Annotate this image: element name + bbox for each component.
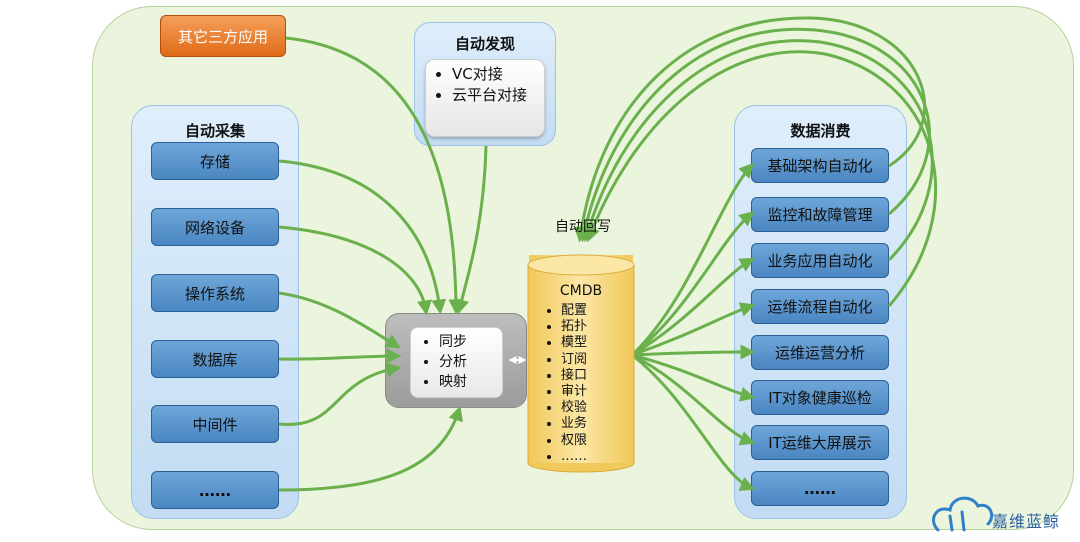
cmdb-item: 配置 [561,303,629,319]
arrow-network [278,225,432,316]
collect-item-middleware: 中间件 [151,405,279,443]
writeback-label: 自动回写 [555,219,611,235]
arrow-to-consume-0 [630,162,755,357]
consume-item-monitoring: 监控和故障管理 [751,197,889,232]
collect-item-os: 操作系统 [151,274,279,312]
auto-discovery-title: 自动发现 [454,35,515,53]
arrow-os [278,291,401,349]
cmdb-item: 模型 [561,335,629,351]
consume-item-more: …… [751,471,889,506]
consume-item-ops-analysis: 运维运营分析 [751,335,889,370]
arrow-to-consume-2 [631,257,755,357]
writeback-loop-0 [574,16,927,243]
sync-item: 同步 [439,332,502,352]
cmdb-item: 权限 [561,433,629,449]
collect-item-database: 数据库 [151,340,279,378]
auto-collect-title: 自动采集 [184,122,245,140]
writeback-arrows [574,16,937,307]
sync-list: 同步 分析 映射 [410,327,503,398]
arrow-to-consume-5 [631,353,756,402]
writeback-loop-2 [581,39,934,262]
inbound-arrows [278,36,488,492]
auto-discovery-list: VC对接 云平台对接 [425,59,545,137]
consume-item-big-screen: IT运维大屏展示 [751,425,889,460]
arrow-to-consume-1 [631,211,755,357]
arrow-to-consume-6 [631,353,756,446]
brand-logo-text: 嘉维蓝鲸 [992,512,1061,531]
consume-item-health-check: IT对象健康巡检 [751,380,889,415]
data-consume-title: 数据消费 [790,122,851,140]
consume-item-infra-automation: 基础架构自动化 [751,148,889,183]
arrow-database [278,348,402,364]
sync-analyze-map-box: 同步 分析 映射 [385,313,527,408]
cmdb-item: 业务 [561,416,629,432]
cmdb-title: CMDB [559,283,603,299]
arrow-discovery [454,145,488,315]
outbound-arrows [630,162,756,491]
consume-item-app-automation: 业务应用自动化 [751,243,889,278]
cmdb-cylinder [527,254,635,473]
collect-item-storage: 存储 [151,142,279,180]
cmdb-item: 接口 [561,368,629,384]
discovery-item: VC对接 [452,64,544,85]
cmdb-item: …… [561,449,629,465]
sync-item: 分析 [439,352,502,372]
collect-item-network: 网络设备 [151,208,279,246]
third-party-apps: 其它三方应用 [160,15,286,57]
cmdb-item: 审计 [561,384,629,400]
arrow-middleware [278,362,402,426]
auto-discovery-panel: 自动发现 VC对接 云平台对接 [414,22,556,146]
cmdb-item: 校验 [561,400,629,416]
logo-icon [932,496,994,532]
cmdb-item: 拓扑 [561,319,629,335]
sync-item: 映射 [439,372,502,392]
discovery-item: 云平台对接 [452,85,544,106]
arrow-to-consume-4 [631,344,756,360]
consume-item-process-automation: 运维流程自动化 [751,289,889,324]
cmdb-item: 订阅 [561,352,629,368]
arrow-storage [278,159,447,315]
arrow-more [278,405,463,492]
arrow-third-party [285,36,464,315]
collect-item-more: …… [151,471,279,509]
writeback-loop-3 [585,50,937,307]
arrow-to-consume-7 [631,353,756,491]
cmdb-feature-list: 配置 拓扑 模型 订阅 接口 审计 校验 业务 权限 …… [539,303,629,465]
arrow-to-consume-3 [631,302,756,357]
